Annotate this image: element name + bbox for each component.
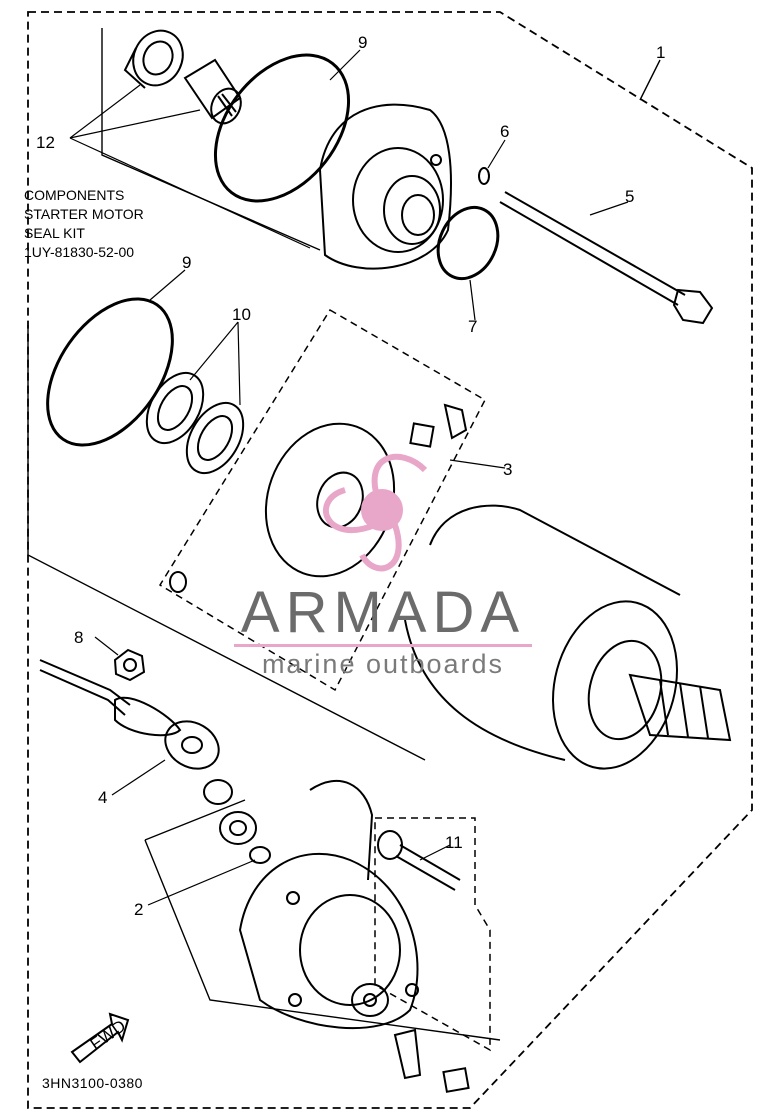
- washer-6-part: [478, 167, 490, 185]
- callout-9-upper: 9: [358, 33, 367, 52]
- callout-5: 5: [625, 187, 634, 206]
- through-bolt-part: [499, 191, 714, 325]
- kit-note: COMPONENTS STARTER MOTOR SEAL KIT 1UY-81…: [24, 186, 144, 262]
- watermark-tagline: marine outboards: [261, 649, 505, 679]
- o-ring-7-part: [436, 205, 500, 281]
- oil-seal-part: [123, 29, 184, 89]
- kit-note-line: 1UY-81830-52-00: [24, 244, 135, 260]
- o-ring-upper-part: [213, 53, 351, 203]
- callout-7: 7: [468, 317, 477, 336]
- callout-4: 4: [98, 788, 107, 807]
- washers-10-part: [145, 371, 245, 475]
- callout-6: 6: [500, 122, 509, 141]
- watermark-divider: [234, 644, 532, 647]
- fwd-label: FWD: [87, 1016, 130, 1054]
- rear-cover-part: [238, 779, 470, 1093]
- brush-assembly-boundary-3: [158, 308, 486, 692]
- seal-washers-2-part: [203, 779, 271, 864]
- callout-11: 11: [445, 833, 463, 852]
- o-ring-lower-part: [46, 297, 174, 447]
- kit-note-line: SEAL KIT: [24, 225, 85, 241]
- callout-1: 1: [656, 43, 665, 62]
- fwd-arrow-icon: FWD: [70, 1012, 130, 1064]
- yoke-housing-part: [404, 504, 732, 770]
- callout-10: 10: [232, 305, 251, 324]
- screw-11-part: [377, 830, 461, 891]
- callout-leaders: [69, 49, 629, 906]
- callout-12: 12: [36, 133, 55, 152]
- callout-3: 3: [503, 460, 512, 479]
- brush-plate-part: [169, 403, 468, 593]
- grouping-lines: [27, 28, 661, 1041]
- lead-wire-part: [39, 659, 220, 770]
- needle-bearing-part: [183, 58, 242, 125]
- watermark-propeller-logo: [323, 453, 428, 572]
- front-cover-part: [318, 103, 452, 270]
- nut-8-part: [113, 648, 146, 682]
- kit-note-line: STARTER MOTOR: [24, 206, 144, 222]
- callout-2: 2: [134, 900, 143, 919]
- diagram-code: 3HN3100-0380: [42, 1075, 143, 1091]
- callout-8: 8: [74, 628, 83, 647]
- callout-9-lower: 9: [182, 253, 191, 272]
- callout-labels: 1 2 3 4 5 6 7 8 9 9 10 11 12: [36, 33, 665, 919]
- watermark-brand: ARMADA marine outboards: [228, 582, 538, 681]
- assembly-boundary-1: [27, 11, 753, 1109]
- bolt-boundary-11: [374, 817, 491, 1052]
- watermark-name: ARMADA: [240, 580, 526, 645]
- kit-note-line: COMPONENTS: [24, 187, 125, 203]
